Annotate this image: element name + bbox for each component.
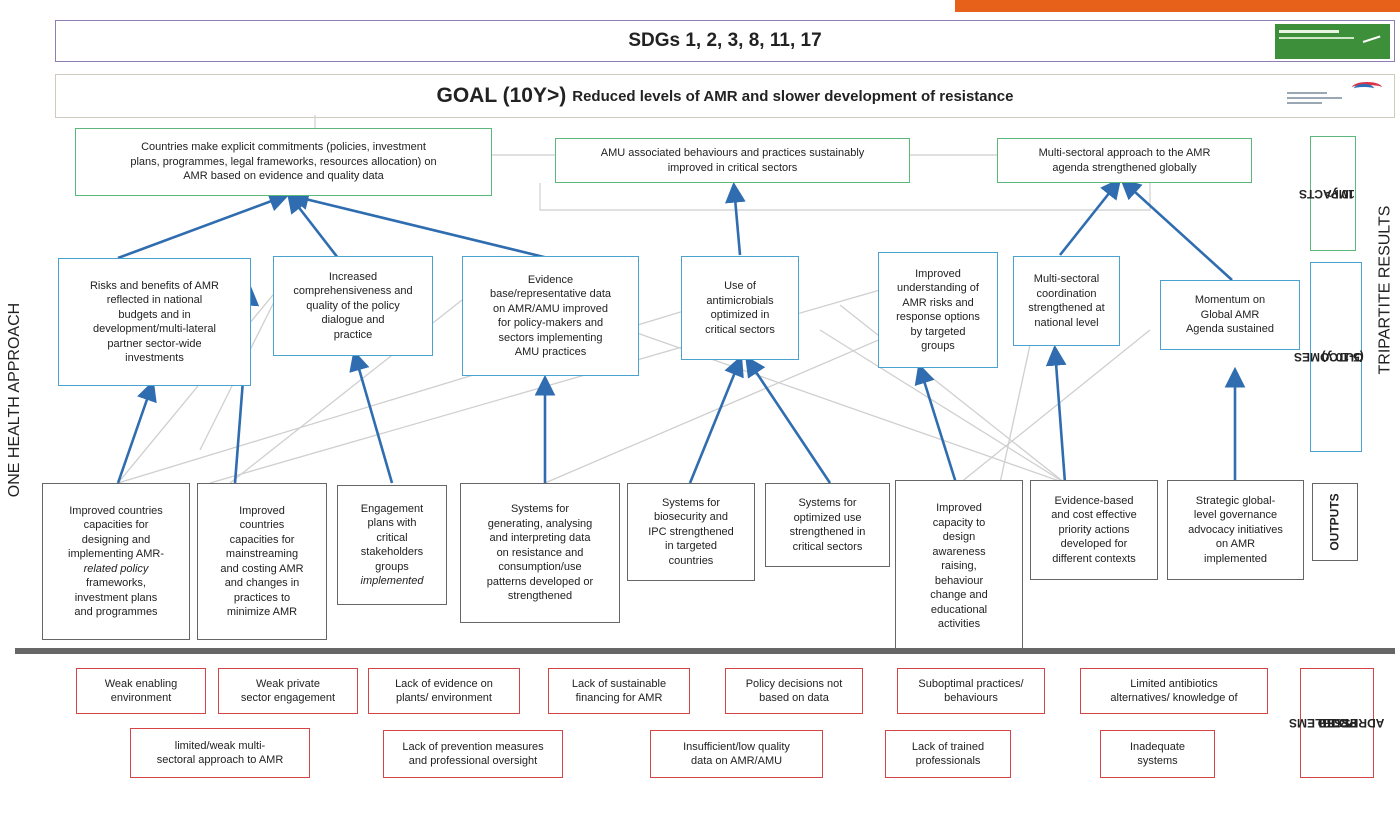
goal-text: Reduced levels of AMR and slower develop… xyxy=(572,87,1014,105)
one-health-label: ONE HEALTH APPROACH xyxy=(6,302,24,498)
sdg-title: SDGs 1, 2, 3, 8, 11, 17 xyxy=(628,30,822,51)
problem-box-multisectoral: limited/weak multi-sectoral approach to … xyxy=(130,728,310,778)
outputs-label: OUTPUTS xyxy=(1312,483,1358,561)
orange-accent-bar xyxy=(955,0,1400,12)
global-action-plan-thumbnail xyxy=(1283,78,1388,114)
section-divider xyxy=(15,648,1395,654)
goal-label: GOAL (10Y>) xyxy=(436,84,567,107)
sdg-band: SDGs 1, 2, 3, 8, 11, 17 xyxy=(55,20,1395,62)
outcomes-label: OUTCOMES(5-10 y) xyxy=(1294,262,1364,452)
problem-box-suboptimal-practices: Suboptimal practices/behaviours xyxy=(897,668,1045,714)
tripartite-results-label: TRIPARTITE RESULTS xyxy=(1376,205,1394,375)
impact-box-commitments: Countries make explicit commitments (pol… xyxy=(75,128,492,196)
goal-band: GOAL (10Y>) Reduced levels of AMR and sl… xyxy=(55,74,1395,118)
impact-box-amu-behaviours: AMU associated behaviours and practices … xyxy=(555,138,910,183)
impact-connector xyxy=(539,183,1151,211)
sdg-thumbnail-image xyxy=(1275,24,1390,59)
result-arrows xyxy=(116,177,1246,484)
